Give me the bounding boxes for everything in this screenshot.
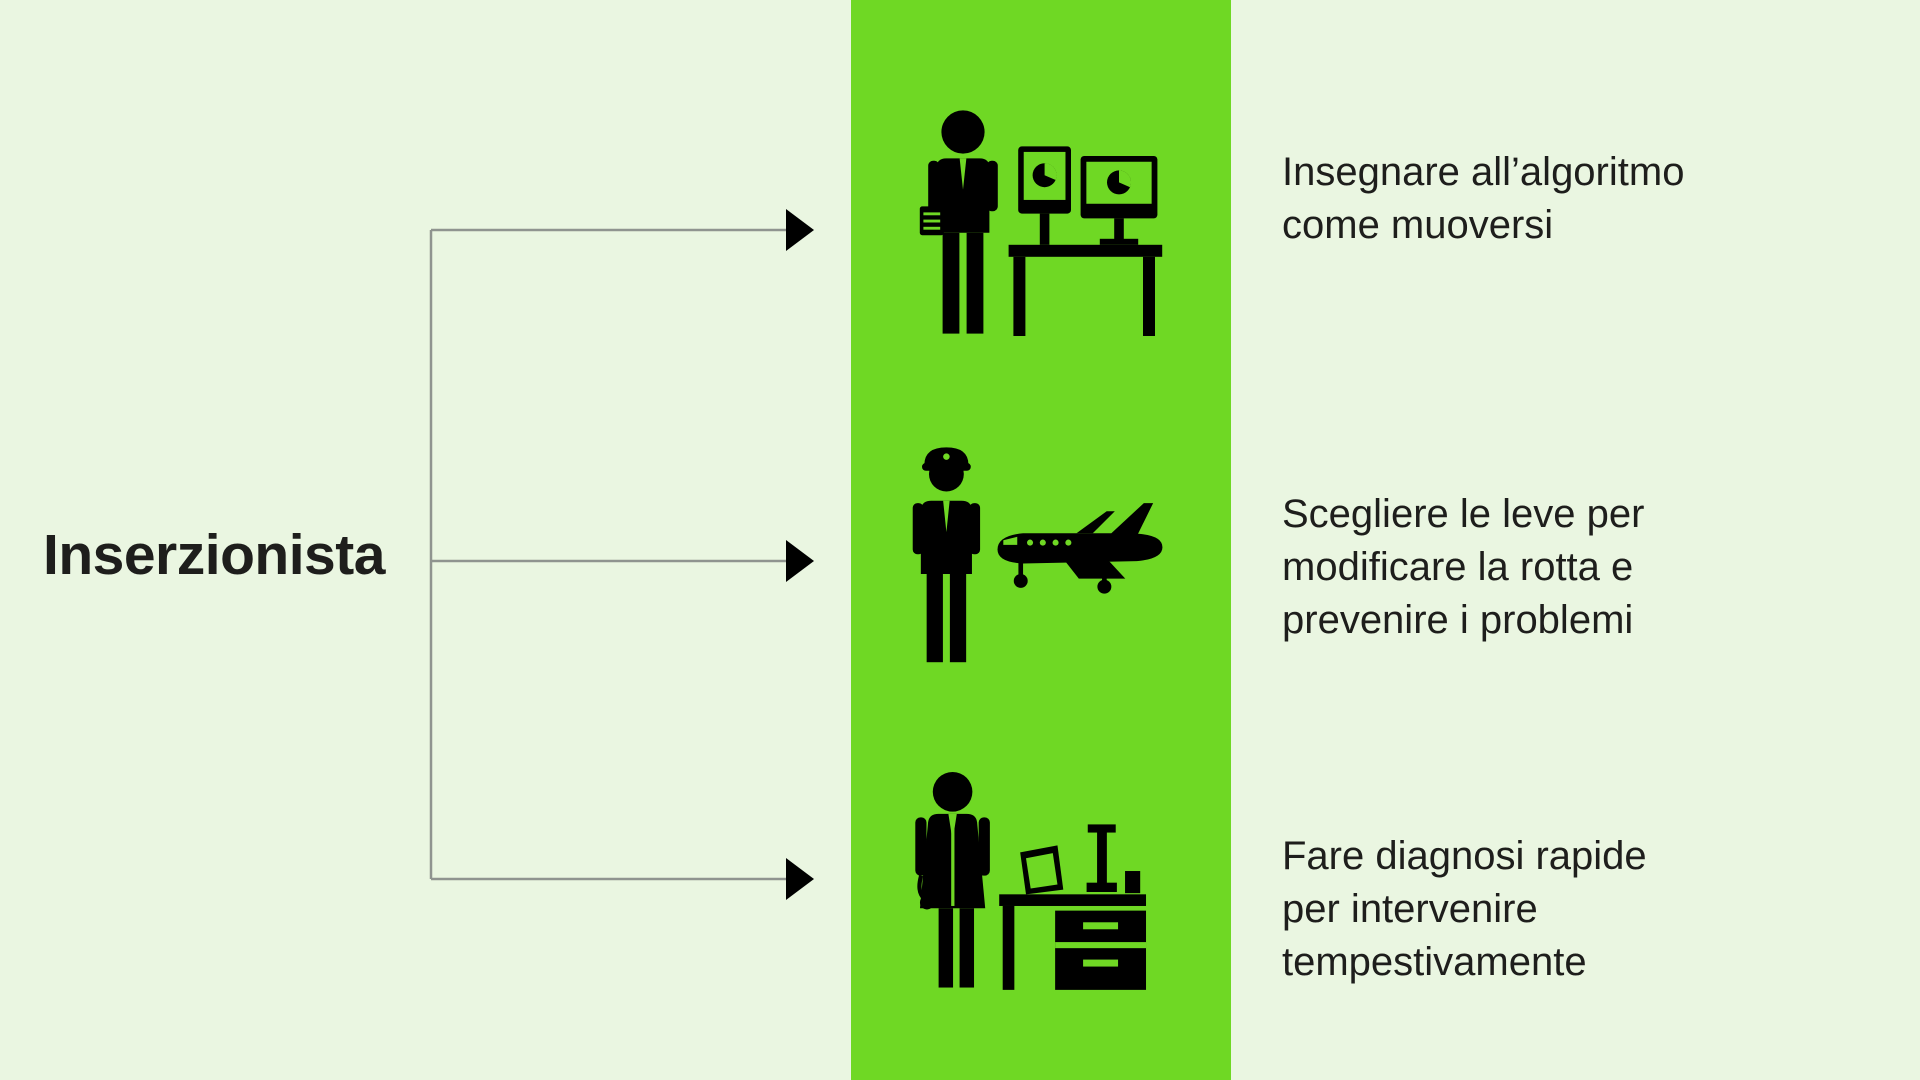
trainer-computers-icon bbox=[903, 106, 1167, 350]
label-line: come muoversi bbox=[1282, 203, 1554, 247]
label-line: modificare la rotta e bbox=[1282, 545, 1634, 589]
page-title: Inserzionista bbox=[43, 523, 385, 587]
label-line: Insegnare all’algoritmo bbox=[1282, 150, 1685, 194]
label-line: Fare diagnosi rapide bbox=[1282, 834, 1647, 878]
label-line: Scegliere le leve per bbox=[1282, 492, 1645, 536]
arrow-right-icon bbox=[786, 209, 814, 251]
doctor-desk-icon bbox=[892, 760, 1160, 1010]
arrow-right-icon bbox=[786, 540, 814, 582]
arrow-right-icon bbox=[786, 858, 814, 900]
row-label-3: Fare diagnosi rapide per intervenire tem… bbox=[1282, 830, 1647, 989]
row-label-2: Scegliere le leve per modificare la rott… bbox=[1282, 488, 1644, 647]
label-line: tempestivamente bbox=[1282, 940, 1587, 984]
pilot-airplane-icon bbox=[886, 436, 1188, 684]
row-label-1: Insegnare all’algoritmo come muoversi bbox=[1282, 146, 1684, 252]
label-line: per intervenire bbox=[1282, 887, 1538, 931]
label-line: prevenire i problemi bbox=[1282, 598, 1634, 642]
